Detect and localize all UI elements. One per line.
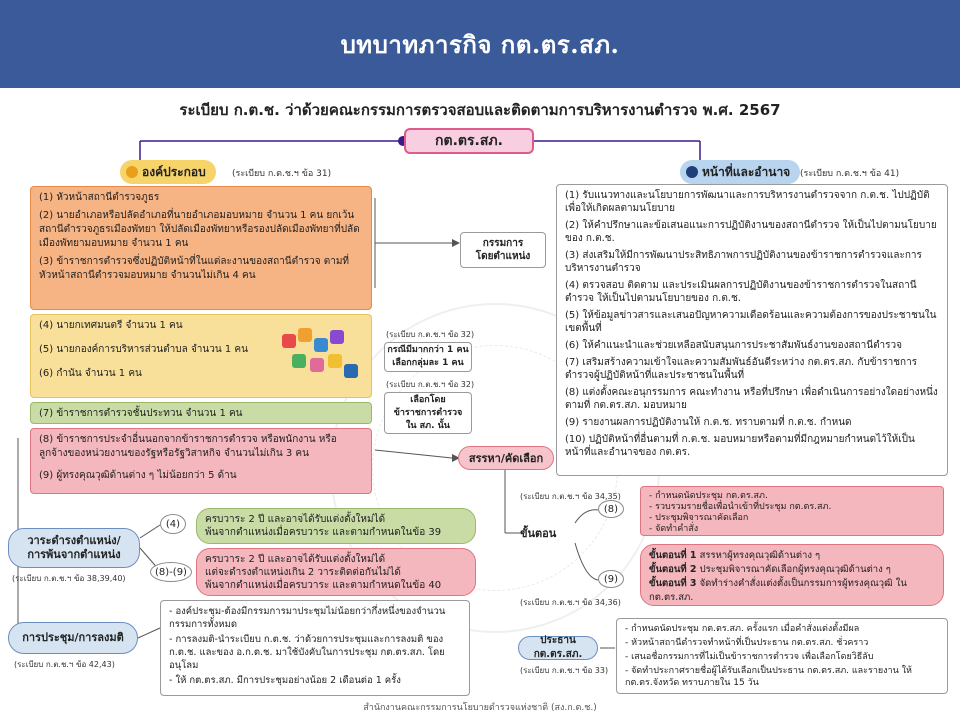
chair-item-4: - จัดทำประกาศรายชื่อผู้ได้รับเลือกเป็นปร… <box>625 666 912 688</box>
term-box-89: ครบวาระ 2 ปี และอาจได้รับแต่งตั้งใหม่ได้… <box>196 548 476 596</box>
step9-2-text: ประชุมพิจารณาคัดเลือกผู้ทรงคุณวุฒิด้านต่… <box>696 564 891 575</box>
meeting-label: การประชุม/การลงมติ <box>8 622 138 654</box>
duty-9: (9) รายงานผลการปฏิบัติงานให้ ก.ต.ช. ทราบ… <box>565 417 852 428</box>
center-dot-icon <box>398 136 408 146</box>
chair-item-1: - กำหนดนัดประชุม กต.ตร.สภ. ครั้งแรก เมื่… <box>625 624 860 634</box>
meeting-item-2: - การลงมติ-นำระเบียบ ก.ต.ช. ว่าด้วยการปร… <box>169 634 445 671</box>
oval-9: (9) <box>598 570 624 588</box>
meeting-ref: (ระเบียบ ก.ต.ช.ฯ ข้อ 42,43) <box>14 660 115 669</box>
member-7: (7) ข้าราชการตำรวจชั้นประทวน จำนวน 1 คน <box>30 402 372 424</box>
term-ref: (ระเบียบ ก.ต.ช.ฯ ข้อ 38,39,40) <box>12 574 126 583</box>
composition-label: องค์ประกอบ <box>142 165 206 179</box>
duty-8: (8) แต่งตั้งคณะอนุกรรมการ คณะทำงาน หรือท… <box>565 387 938 411</box>
duty-10: (10) ปฏิบัติหน้าที่อื่นตามที่ ก.ต.ช. มอบ… <box>565 434 915 458</box>
step9-1-text: สรรหาผู้ทรงคุณวุฒิด้านต่าง ๆ <box>696 550 821 561</box>
recruit-label: สรรหา/คัดเลือก <box>458 446 554 470</box>
chair-label: ประธาน กต.ตร.สภ. <box>518 635 598 660</box>
puzzle-illustration-icon <box>272 324 362 390</box>
member-8: (8) ข้าราชการประจำอื่นนอกจากข้าราชการตำร… <box>39 434 337 459</box>
member-5: (5) นายกองค์การบริหารส่วนตำบล จำนวน 1 คน <box>39 344 248 355</box>
slide-header: บทบาทภารกิจ กต.ตร.สภ. <box>0 0 960 88</box>
term-box-4: ครบวาระ 2 ปี และอาจได้รับแต่งตั้งใหม่ได้… <box>196 508 476 544</box>
bullet-icon <box>126 166 138 178</box>
case-note: กรณีมีมากกว่า 1 คน เลือกกลุ่มละ 1 คน <box>384 342 472 372</box>
duty-2: (2) ให้คำปรึกษาและข้อเสนอแนะการปฏิบัติงา… <box>565 220 937 244</box>
oval-8: (8) <box>598 500 624 518</box>
slide-title: บทบาทภารกิจ กต.ตร.สภ. <box>340 29 620 59</box>
term-oval-4: (4) <box>160 514 186 534</box>
duty-3: (3) ส่งเสริมให้มีการพัฒนาประสิทธิภาพการป… <box>565 250 922 274</box>
step9-3-text: จัดทำร่างคำสั่งแต่งตั้งเป็นกรรมการผู้ทรง… <box>649 578 907 603</box>
member-1: (1) หัวหน้าสถานีตำรวจภูธร <box>39 192 160 203</box>
duties-list: (1) รับแนวทางและนโยบายการพัฒนาและการบริห… <box>556 184 948 476</box>
chair-list: - กำหนดนัดประชุม กต.ตร.สภ. ครั้งแรก เมื่… <box>616 618 948 694</box>
connector-lines <box>17 140 701 649</box>
members-group-4: (8) ข้าราชการประจำอื่นนอกจากข้าราชการตำร… <box>30 428 372 494</box>
chair-ref: (ระเบียบ ก.ต.ช.ฯ ข้อ 33) <box>520 666 609 675</box>
step9-3-key: ขั้นตอนที่ 3 <box>649 578 697 589</box>
step9-2: ขั้นตอนที่ 2 ประชุมพิจารณาคัดเลือกผู้ทรง… <box>649 563 935 577</box>
bullet-icon <box>686 166 698 178</box>
select-police-note: เลือกโดย ข้าราชการตำรวจ ใน สภ. นั้น <box>384 392 472 434</box>
members-group-1: (1) หัวหน้าสถานีตำรวจภูธร (2) นายอำเภอหร… <box>30 186 372 310</box>
steps-8-box: - กำหนดนัดประชุม กต.ตร.สภ. - รวบรวมรายชื… <box>640 486 944 536</box>
member-2: (2) นายอำเภอหรือปลัดอำเภอที่นายอำเภอมอบห… <box>39 210 360 249</box>
members-group-2: (4) นายกเทศมนตรี จำนวน 1 คน (5) นายกองค์… <box>30 314 372 398</box>
term-label: วาระดำรงตำแหน่ง/ การพ้นจากตำแหน่ง <box>8 528 140 568</box>
duty-4: (4) ตรวจสอบ ติดตาม และประเมินผลการปฏิบัต… <box>565 280 917 304</box>
meeting-item-1: - องค์ประชุม-ต้องมีกรรมการมาประชุมไม่น้อ… <box>169 606 446 630</box>
step9-1: ขั้นตอนที่ 1 สรรหาผู้ทรงคุณวุฒิด้านต่าง … <box>649 549 935 563</box>
document-title: ระเบียบ ก.ต.ช. ว่าด้วยคณะกรรมการตรวจสอบแ… <box>179 101 781 119</box>
duty-1: (1) รับแนวทางและนโยบายการพัฒนาและการบริห… <box>565 190 930 214</box>
chair-item-3: - เสนอชื่อกรรมการที่ไม่เป็นข้าราชการตำรว… <box>625 652 874 662</box>
step9-3: ขั้นตอนที่ 3 จัดทำร่างคำสั่งแต่งตั้งเป็น… <box>649 577 935 605</box>
meeting-list: - องค์ประชุม-ต้องมีกรรมการมาประชุมไม่น้อ… <box>160 600 470 696</box>
ref-3435: (ระเบียบ ก.ต.ช.ฯ ข้อ 34,35) <box>520 492 621 501</box>
step8-2: - รวบรวมรายชื่อเพื่อนำเข้าที่ประชุม กต.ต… <box>649 502 832 512</box>
chair-item-2: - หัวหน้าสถานีตำรวจทำหน้าที่เป็นประธาน ก… <box>625 638 869 648</box>
meeting-item-3: - ให้ กต.ตร.สภ. มีการประชุมอย่างน้อย 2 เ… <box>169 675 401 686</box>
document-area: ระเบียบ ก.ต.ช. ว่าด้วยคณะกรรมการตรวจสอบแ… <box>0 88 960 720</box>
footer-note: สำนักงานคณะกรรมการนโยบายตำรวจแห่งชาติ (ส… <box>363 703 597 713</box>
ref-3436: (ระเบียบ ก.ต.ช.ฯ ข้อ 34,36) <box>520 598 621 607</box>
step8-1: - กำหนดนัดประชุม กต.ตร.สภ. <box>649 491 768 501</box>
step9-1-key: ขั้นตอนที่ 1 <box>649 550 697 561</box>
center-node: กต.ตร.สภ. <box>404 128 534 154</box>
duty-6: (6) ให้คำแนะนำและช่วยเหลือสนับสนุนการประ… <box>565 340 903 351</box>
duties-ref: (ระเบียบ ก.ต.ช.ฯ ข้อ 41) <box>800 169 900 179</box>
member-9: (9) ผู้ทรงคุณวุฒิด้านต่าง ๆ ไม่น้อยกว่า … <box>39 470 237 481</box>
member-4: (4) นายกเทศมนตรี จำนวน 1 คน <box>39 320 183 331</box>
term-oval-89: (8)-(9) <box>150 562 192 582</box>
ref-32b: (ระเบียบ ก.ต.ช.ฯ ข้อ 32) <box>386 380 475 389</box>
duty-5: (5) ให้ข้อมูลข่าวสารและเสนอปัญหาความเดือ… <box>565 310 937 334</box>
by-position-label: กรรมการ โดยตำแหน่ง <box>460 232 546 268</box>
member-3: (3) ข้าราชการตำรวจซึ่งปฏิบัติหน้าที่ในแต… <box>39 256 350 281</box>
member-6: (6) กำนัน จำนวน 1 คน <box>39 368 142 379</box>
ref-32a: (ระเบียบ ก.ต.ช.ฯ ข้อ 32) <box>386 330 475 339</box>
step8-4: - จัดทำคำสั่ง <box>649 524 699 534</box>
step8-3: - ประชุมพิจารณาคัดเลือก <box>649 513 749 523</box>
steps-label: ขั้นตอน <box>520 527 557 540</box>
composition-tag: องค์ประกอบ <box>120 160 216 184</box>
duties-tag: หน้าที่และอำนาจ <box>680 160 801 184</box>
duties-label: หน้าที่และอำนาจ <box>702 165 791 179</box>
duty-7: (7) เสริมสร้างความเข้าใจและความสัมพันธ์อ… <box>565 357 918 381</box>
step9-2-key: ขั้นตอนที่ 2 <box>649 564 697 575</box>
composition-ref: (ระเบียบ ก.ต.ช.ฯ ข้อ 31) <box>232 169 332 179</box>
steps-9-box: ขั้นตอนที่ 1 สรรหาผู้ทรงคุณวุฒิด้านต่าง … <box>640 544 944 606</box>
